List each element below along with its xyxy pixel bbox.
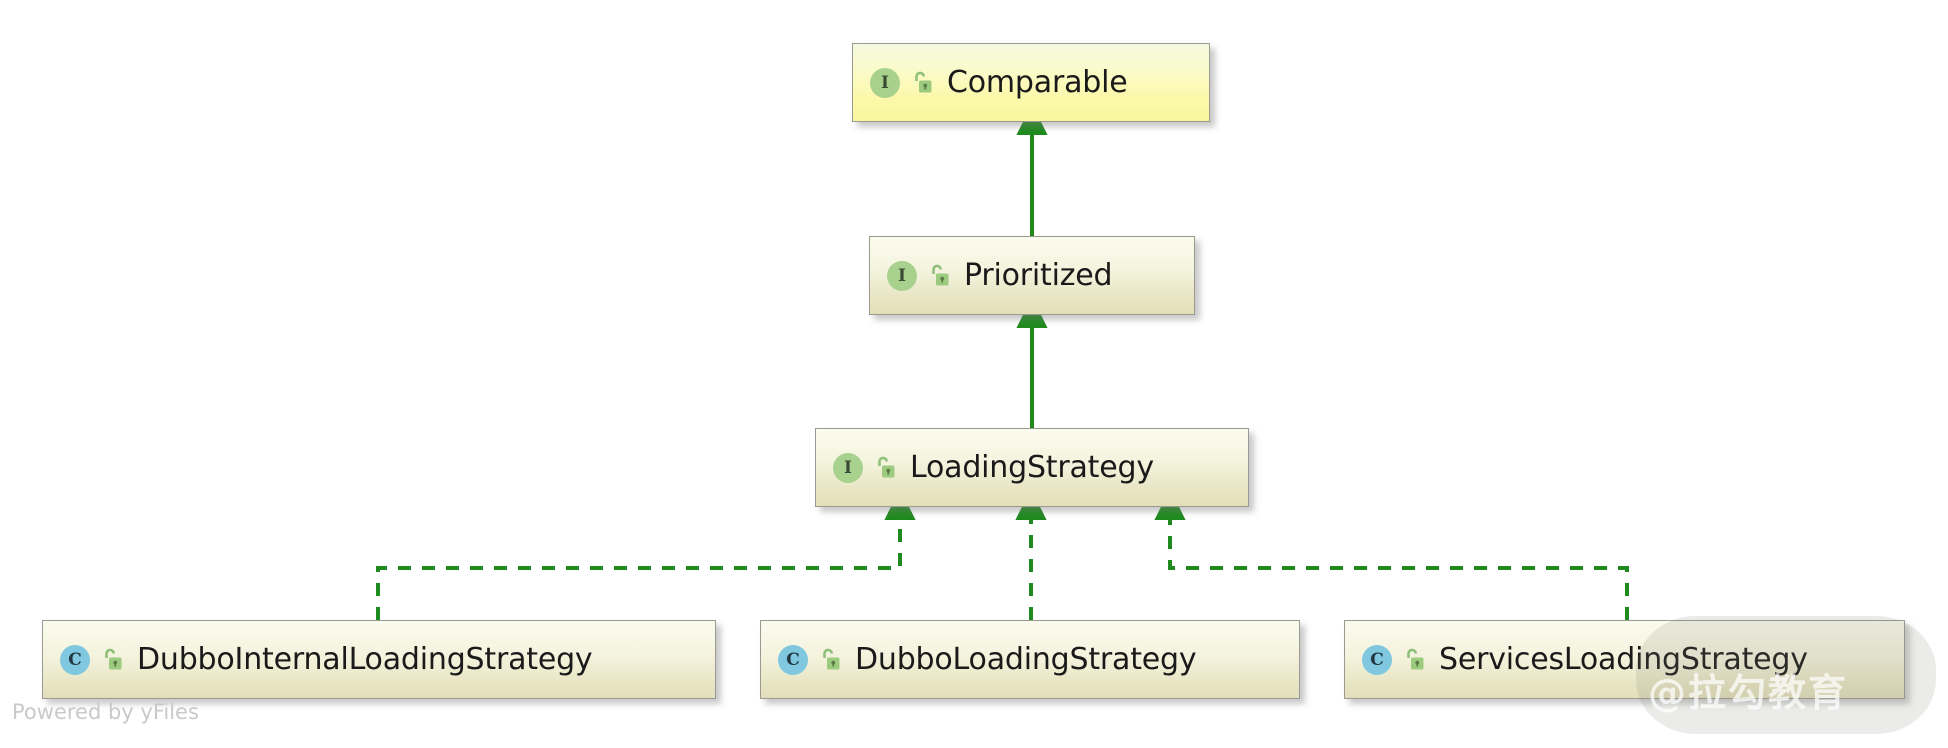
- node-label-services-loading-strategy: ServicesLoadingStrategy: [1439, 642, 1808, 677]
- interface-badge-icon: I: [887, 260, 917, 291]
- prioritized-icons: I: [887, 260, 950, 291]
- node-label-comparable: Comparable: [947, 65, 1128, 100]
- uml-node-services-loading-strategy[interactable]: C ServicesLoadingStrategy: [1344, 620, 1905, 699]
- uml-node-dubbo-loading-strategy[interactable]: C DubboLoadingStrategy: [760, 620, 1300, 699]
- edge-services-implements-loadingstrategy: [1154, 488, 1629, 620]
- node-label-dubbo-loading-strategy: DubboLoadingStrategy: [855, 642, 1197, 677]
- unlocked-padlock-icon: [105, 648, 122, 669]
- unlocked-padlock-icon: [932, 264, 949, 285]
- dubbo-internal-icons: C: [60, 644, 123, 675]
- uml-node-dubbo-internal-loading-strategy[interactable]: C DubboInternalLoadingStrategy: [42, 620, 716, 699]
- dubbo-loading-icons: C: [778, 644, 841, 675]
- class-badge-icon: C: [1362, 644, 1392, 675]
- yfiles-watermark: Powered by yFiles: [12, 700, 199, 724]
- unlocked-padlock-icon: [1407, 648, 1424, 669]
- comparable-icons: I: [870, 67, 933, 98]
- services-loading-icons: C: [1362, 644, 1425, 675]
- unlocked-padlock-icon: [823, 648, 840, 669]
- loading-strategy-icons: I: [833, 452, 896, 483]
- node-label-dubbo-internal-loading-strategy: DubboInternalLoadingStrategy: [137, 642, 593, 677]
- uml-node-comparable[interactable]: I Comparable: [852, 43, 1210, 122]
- unlocked-padlock-icon: [915, 71, 932, 92]
- uml-node-loading-strategy[interactable]: I LoadingStrategy: [815, 428, 1249, 507]
- class-badge-icon: C: [60, 644, 90, 675]
- edge-dubbointernal-implements-loadingstrategy: [376, 488, 916, 620]
- interface-badge-icon: I: [870, 67, 900, 98]
- unlocked-padlock-icon: [878, 456, 895, 477]
- class-badge-icon: C: [778, 644, 808, 675]
- uml-node-prioritized[interactable]: I Prioritized: [869, 236, 1195, 315]
- interface-badge-icon: I: [833, 452, 863, 483]
- node-label-prioritized: Prioritized: [964, 258, 1113, 293]
- node-label-loading-strategy: LoadingStrategy: [910, 450, 1154, 485]
